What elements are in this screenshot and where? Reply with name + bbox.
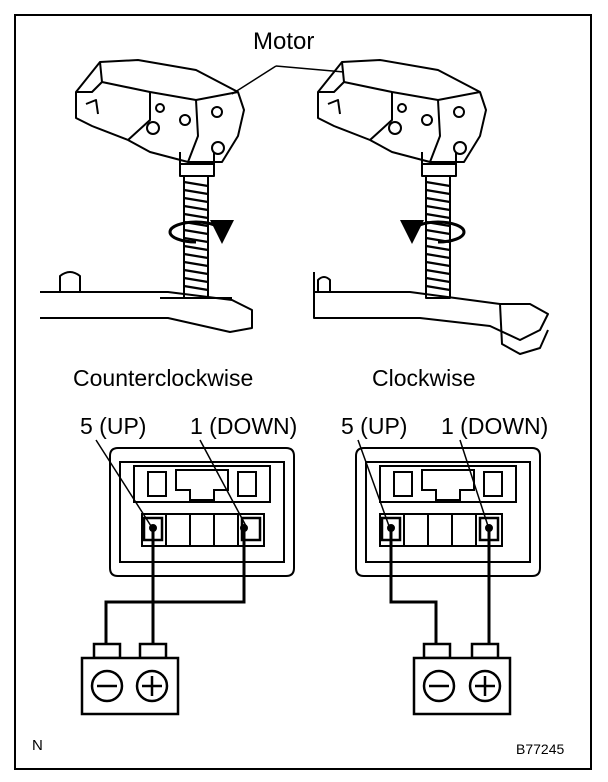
clockwise-label: Clockwise bbox=[372, 365, 476, 391]
motor-label: Motor bbox=[253, 28, 315, 55]
figure-code: B77245 bbox=[516, 741, 565, 757]
ccw-terminal-down-label: 1 (DOWN) bbox=[190, 413, 298, 439]
wiring-left bbox=[104, 530, 246, 646]
corner-mark: N bbox=[32, 737, 43, 754]
connector-left bbox=[109, 447, 295, 577]
terminal-leader-lines bbox=[95, 439, 489, 527]
battery-right-negative-icon bbox=[422, 669, 456, 703]
cw-terminal-down-label: 1 (DOWN) bbox=[441, 413, 549, 439]
motor-right-illustration bbox=[313, 59, 549, 355]
battery-right-positive-icon bbox=[468, 669, 502, 703]
battery-left-negative-icon bbox=[90, 669, 124, 703]
battery-left-positive-icon bbox=[135, 669, 169, 703]
counterclockwise-label: Counterclockwise bbox=[73, 365, 254, 391]
battery-right bbox=[412, 642, 512, 716]
motor-leader-lines bbox=[231, 65, 345, 95]
diagram-frame bbox=[14, 14, 592, 770]
wiring-right bbox=[389, 530, 491, 646]
battery-left bbox=[80, 642, 180, 716]
cw-terminal-up-label: 5 (UP) bbox=[341, 413, 408, 439]
ccw-terminal-up-label: 5 (UP) bbox=[80, 413, 147, 439]
motor-left-illustration bbox=[40, 59, 253, 333]
